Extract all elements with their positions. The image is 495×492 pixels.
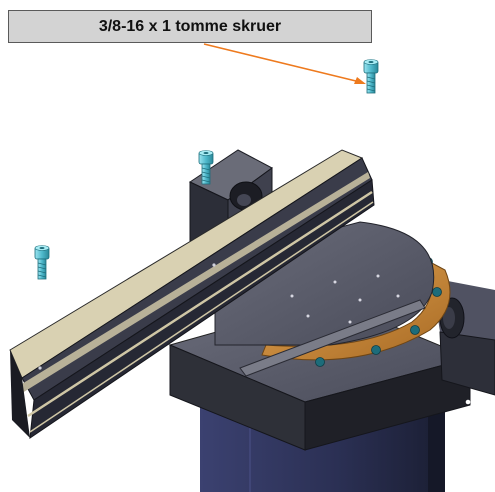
screw-left [34, 245, 50, 280]
linear-rail [9, 149, 375, 440]
screw-spec-callout: 3/8-16 x 1 tomme skruer [8, 10, 372, 43]
screw-top-right [363, 59, 379, 94]
callout-leader-line [203, 43, 366, 84]
